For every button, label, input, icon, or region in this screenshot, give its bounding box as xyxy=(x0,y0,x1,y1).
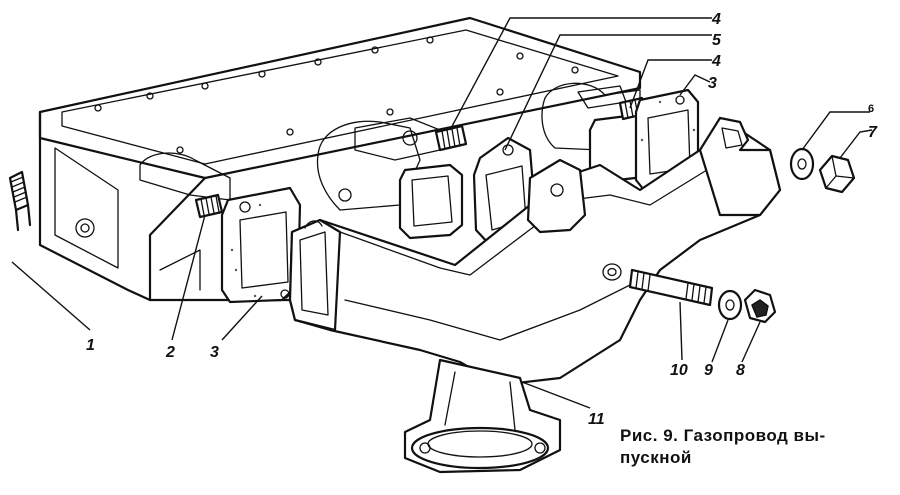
callout-3-rear: 3 xyxy=(708,75,717,92)
stud-2 xyxy=(194,193,224,219)
callout-5: 5 xyxy=(712,32,722,49)
nut-8 xyxy=(743,288,777,324)
figure-caption-line-1: Рис. 9. Газопровод вы- xyxy=(620,426,826,445)
callout-1: 1 xyxy=(86,337,95,354)
gasket-3-left xyxy=(220,186,302,304)
nut-7 xyxy=(818,154,856,194)
stud-4-middle xyxy=(434,124,468,152)
washer-6 xyxy=(789,147,815,181)
exhaust-manifold-11 xyxy=(288,116,782,474)
figure-caption: Рис. 9. Газопровод вы- пускной xyxy=(620,425,890,469)
callout-2: 2 xyxy=(165,344,175,361)
callout-7: 7 xyxy=(868,124,878,141)
figure-caption-line-2: пускной xyxy=(620,448,692,467)
leader-lines xyxy=(11,17,873,409)
callout-8: 8 xyxy=(736,362,745,379)
stud-10 xyxy=(628,268,714,307)
callout-9: 9 xyxy=(704,362,713,379)
callout-4-middle: 4 xyxy=(711,11,721,28)
washer-9 xyxy=(717,289,743,321)
stud-1 xyxy=(8,170,32,232)
callout-11: 11 xyxy=(588,411,605,428)
callout-10: 10 xyxy=(670,362,688,379)
callout-6: 6 xyxy=(868,103,874,115)
callout-3-left: 3 xyxy=(210,344,219,361)
callout-4-rear: 4 xyxy=(711,53,721,70)
